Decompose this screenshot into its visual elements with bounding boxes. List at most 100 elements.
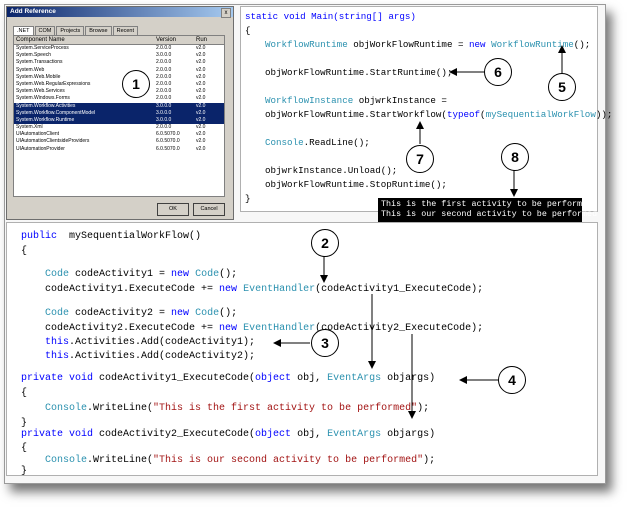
tab-browse[interactable]: Browse [85,26,112,35]
callout-8: 8 [501,143,529,171]
code-line: } [21,466,28,477]
table-cell-version: 3.0.0.0 [156,102,172,109]
code-token: codeActivity2 = [69,308,172,319]
table-cell-run: v2.0 [196,88,206,95]
table-cell-name: System.Workflow.Activities [16,102,76,109]
code-token: new [469,39,486,50]
callout-7: 7 [406,145,434,173]
code-line: WorkflowInstance objwrkInstance = [265,95,447,106]
code-token: EventHandler [243,284,316,295]
code-token: .WriteLine( [87,455,154,466]
code-token: new [219,284,238,295]
code-token: WorkflowRuntime [491,39,574,50]
table-cell-version: 6.0.5070.0 [156,138,180,145]
code-line: private void codeActivity1_ExecuteCode(o… [21,373,435,384]
code-token: objWorkFlowRuntime.StartWorkflow( [265,109,447,120]
code-token: obj, [291,429,328,440]
table-row[interactable]: System.Transactions 2.0.0.0 v2.0 [14,59,224,66]
ok-button[interactable]: OK [157,203,189,216]
code-token: (); [573,39,591,50]
code-line: Console.ReadLine(); [265,137,370,148]
table-cell-name: System.Workflow.ComponentModel [16,109,96,116]
code-token: new [171,269,190,280]
code-token: EventArgs [327,429,382,440]
code-token: ); [423,455,436,466]
code-token: .Activities.Add(codeActivity1); [69,337,256,348]
table-cell-run: v2.0 [196,59,206,66]
table-cell-version: 2.0.0.0 [156,45,172,51]
table-cell-version: 2.0.0.0 [156,66,172,73]
code-token: .WriteLine( [87,403,154,414]
code-token: object [255,373,292,384]
table-cell-name: UIAutomationProvider [16,145,65,152]
cancel-button[interactable]: Cancel [193,203,225,216]
tab-recent[interactable]: Recent [112,26,139,35]
code-token: public [21,231,58,242]
code-line: Code codeActivity1 = new Code(); [45,269,237,280]
code-line: this.Activities.Add(codeActivity1); [45,337,255,348]
table-cell-run: v2.0 [196,80,206,87]
code-token: mySequentialWorkFlow() [57,231,202,242]
code-token: EventArgs [327,373,382,384]
code-token: ( [480,109,486,120]
callout-2: 2 [311,229,339,257]
code-line: objwrkInstance.Unload(); [265,165,398,176]
code-token: objargs) [381,373,436,384]
code-token: WorkflowRuntime [265,39,348,50]
code-token: static void Main(string[] args) [245,11,416,22]
code-token: typeof [446,109,481,120]
table-cell-name: UIAutomationClient [16,131,60,138]
table-cell-name: System.Web.Mobile [16,73,61,80]
tab-net[interactable]: .NET [13,26,34,35]
table-cell-run: v2.0 [196,145,206,152]
table-cell-version: 2.0.0.0 [156,88,172,95]
table-cell-run: v2.0 [196,66,206,73]
callout-3: 3 [311,329,339,357]
tab-com[interactable]: COM [34,26,56,35]
code-line: WorkflowRuntime objWorkFlowRuntime = new… [265,39,590,50]
code-token: .Activities.Add(codeActivity2); [69,351,256,362]
code-token: Code [45,308,70,319]
code-line: } [245,193,251,204]
tab-projects[interactable]: Projects [56,26,85,35]
code-token: (codeActivity2_ExecuteCode); [315,323,484,334]
code-token: Code [195,269,220,280]
code-token: codeActivity2.ExecuteCode += [45,323,220,334]
table-cell-run: v2.0 [196,45,206,51]
column-header-component-name[interactable]: Component Name [16,37,65,43]
table-cell-version: 2.0.0.0 [156,59,172,66]
code-line: codeActivity2.ExecuteCode += new EventHa… [45,323,483,334]
column-header-runtime[interactable]: Run [196,37,208,43]
code-line: { [21,388,28,399]
code-token: codeActivity2_ExecuteCode( [93,429,256,440]
code-token: this [45,337,70,348]
code-token: WorkflowInstance [265,95,354,106]
code-token: (); [219,269,238,280]
code-token: )); [595,109,613,120]
table-cell-version: 3.0.0.0 [156,109,172,116]
table-cell-name: System.Transactions [16,59,63,66]
component-list[interactable]: Component Name Version Run System.Servic… [13,35,225,197]
table-cell-version: 2.0.0.0 [156,124,172,131]
table-cell-name: System.Speech [16,52,52,59]
code-token: (codeActivity1_ExecuteCode); [315,284,484,295]
table-cell-run: v2.0 [196,138,206,145]
column-header-version[interactable]: Version [156,37,177,43]
close-icon[interactable]: x [221,8,231,18]
code-line: codeActivity1.ExecuteCode += new EventHa… [45,284,483,295]
